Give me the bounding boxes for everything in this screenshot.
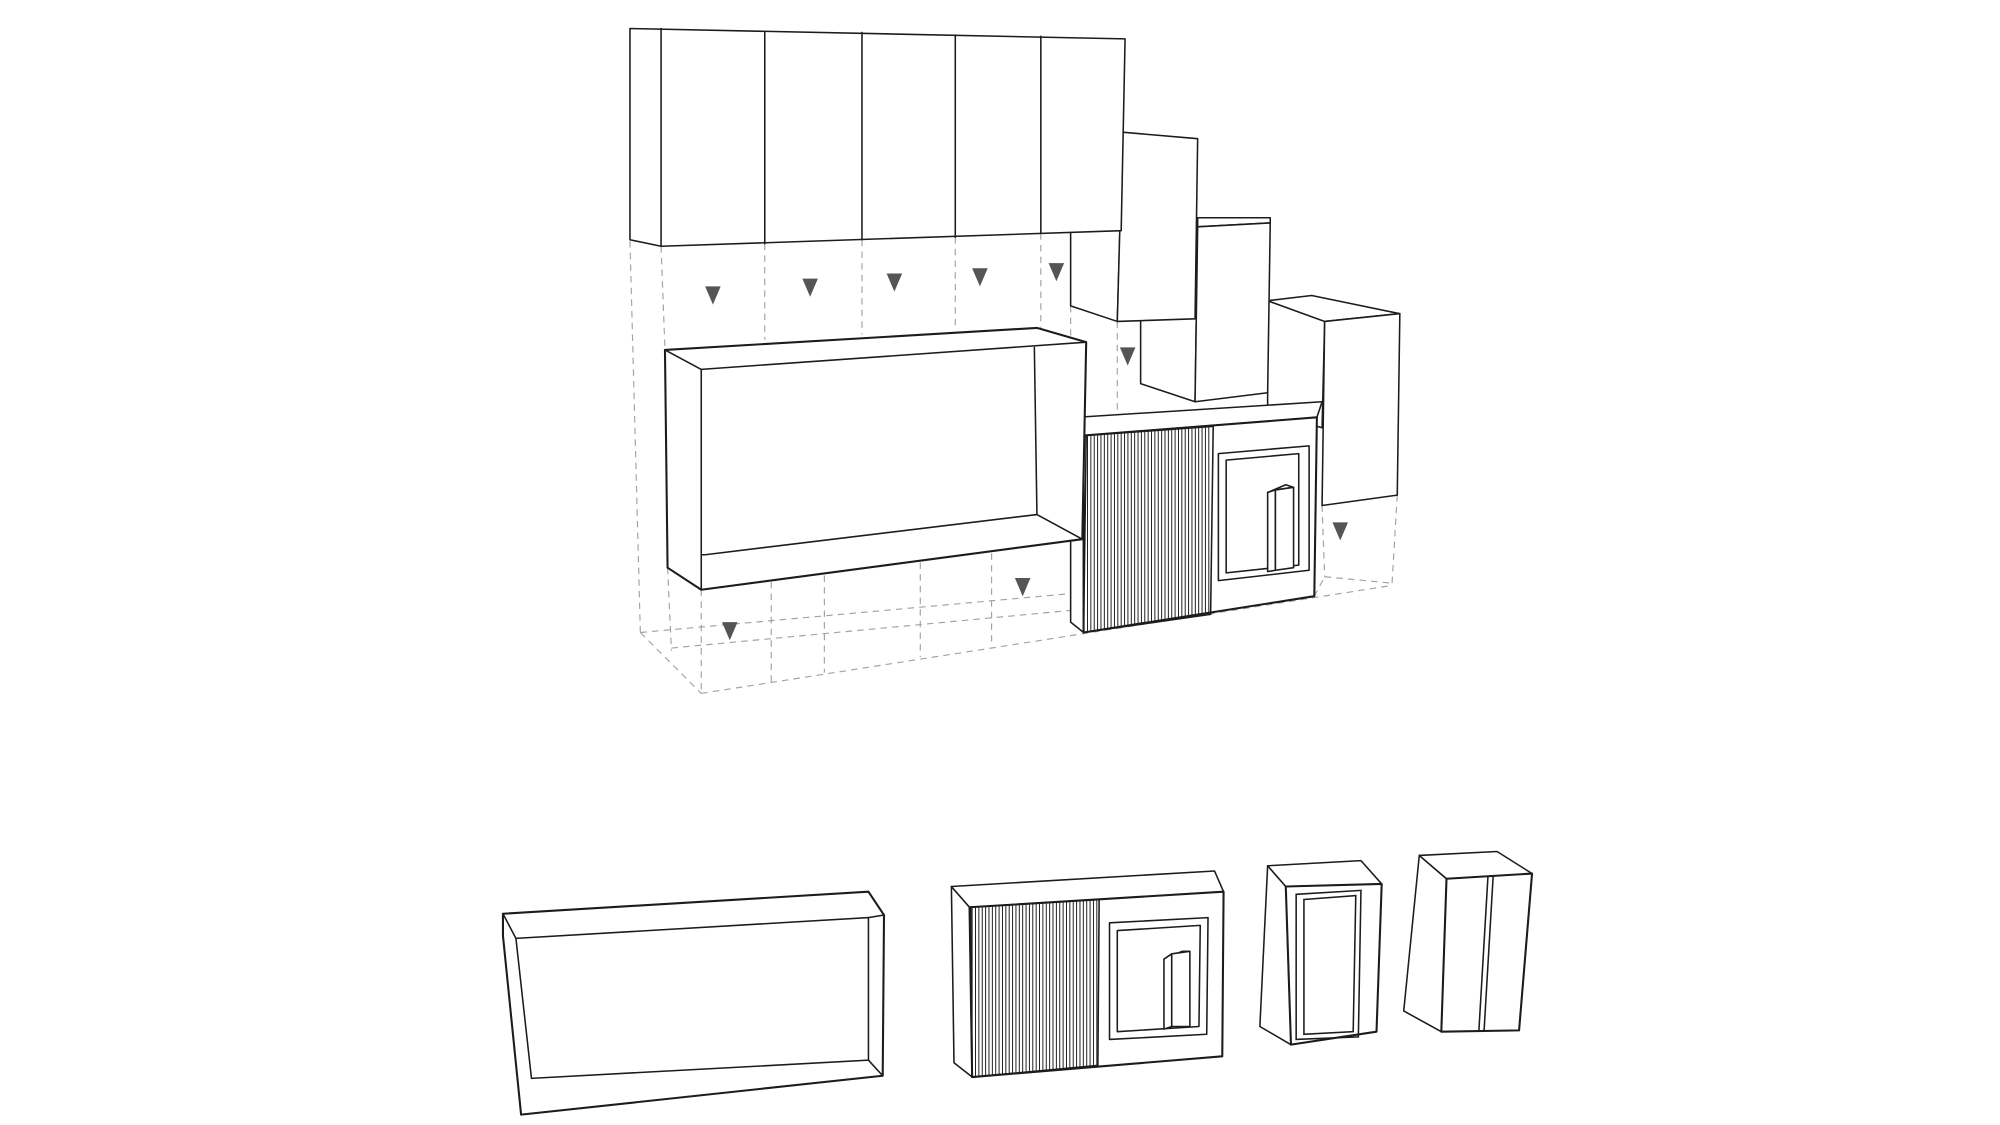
down-triangle-icon <box>886 273 903 292</box>
module-tall-cabinet-side <box>1402 854 1448 1033</box>
module-framed-cabinet-front <box>1284 882 1383 1046</box>
down-triangle-icon <box>705 286 721 305</box>
guide-line <box>1321 505 1326 577</box>
down-triangle-icon <box>721 622 738 641</box>
guide-line <box>1391 495 1398 584</box>
module-sideboard <box>950 870 1225 1079</box>
module-niche-block-front <box>1170 950 1191 1028</box>
module-fluted-panel-outline <box>970 898 1100 1078</box>
module-tall-cabinet-door-split <box>1483 875 1494 1032</box>
upper-wall-cabinet-body <box>629 27 1126 248</box>
module-niche-block-side <box>1163 953 1173 1030</box>
open-shelf-inner-bottom <box>704 513 1038 556</box>
tall-cabinet-left-front <box>1116 131 1199 323</box>
upper-wall-cabinet <box>629 27 1126 248</box>
module-open-shelf <box>501 890 886 1116</box>
open-shelf-bottom-depth <box>1036 513 1084 540</box>
module-framed-door-outer <box>1295 889 1362 1041</box>
tall-cabinet-right-front <box>1321 312 1401 507</box>
down-triangle-icon <box>1014 578 1031 597</box>
guide-line <box>639 632 702 694</box>
module-open-shelf-bottom-depth <box>867 1059 884 1077</box>
niche-block-front <box>1274 486 1295 572</box>
module-open-shelf-outline <box>501 890 886 1116</box>
down-triangle-icon <box>1332 522 1348 541</box>
module-tall-cabinet <box>1402 850 1534 1033</box>
down-triangle-icon <box>972 268 988 287</box>
module-open-shelf-top-depth <box>502 912 517 940</box>
guide-line <box>640 593 1071 634</box>
open-shelf-frame <box>663 326 1088 591</box>
module-fluted-panel-hatch <box>971 899 1098 1078</box>
fluted-panel-hatch <box>1086 426 1210 633</box>
module-open-shelf-front-top <box>867 914 885 919</box>
guide-line <box>1324 576 1393 584</box>
dashed-guide-lines <box>629 233 1398 694</box>
down-triangle-icon <box>1119 347 1136 366</box>
module-tall-cabinet-front <box>1440 872 1534 1033</box>
down-triangle-icon <box>802 278 818 297</box>
open-shelf-top-depth <box>664 349 703 371</box>
module-framed-cabinet-top <box>1266 859 1383 888</box>
down-triangle-icon <box>1048 263 1065 282</box>
fluted-panel-outline <box>1082 425 1214 634</box>
open-shelf-front-top-edge <box>700 341 1087 371</box>
tall-cabinet-middle-front <box>1194 222 1272 403</box>
tall-cabinet-left <box>1069 131 1199 323</box>
placement-arrows <box>705 263 1348 641</box>
guide-line <box>629 241 641 633</box>
module-framed-cabinet <box>1259 859 1383 1046</box>
niche-block-side <box>1266 489 1277 573</box>
tall-cabinet-right <box>1266 294 1401 507</box>
tall-cabinet-left-side <box>1069 229 1121 323</box>
open-shelf-back-right-edge <box>1033 346 1038 516</box>
guide-line <box>660 246 666 350</box>
sideboard-unit <box>1069 401 1323 634</box>
guide-line <box>1313 576 1326 597</box>
module-tall-cabinet-door-split <box>1478 875 1489 1032</box>
module-framed-door-inner <box>1303 894 1357 1036</box>
guide-line <box>701 585 1390 694</box>
guide-line <box>666 567 673 651</box>
